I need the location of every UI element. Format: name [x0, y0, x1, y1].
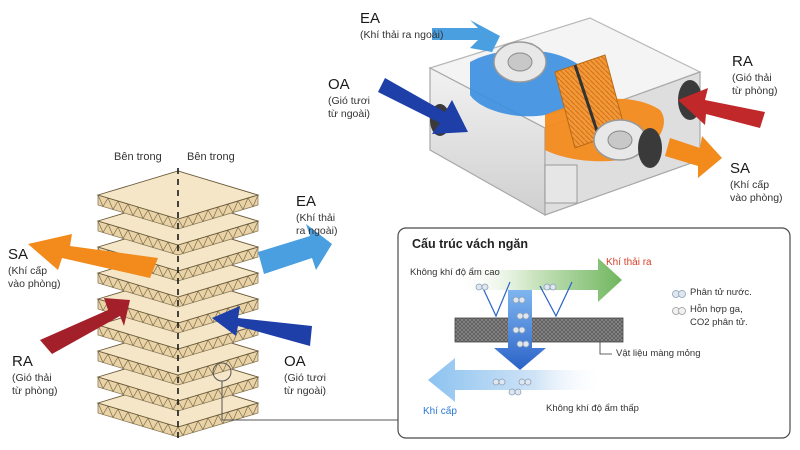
membrane-panel	[397, 227, 791, 439]
panel-bounce-left	[481, 281, 511, 318]
panel-supply: Khí cấp	[423, 406, 457, 417]
unit-oa-desc-2: từ ngoài)	[328, 108, 371, 120]
panel-membrane-pointer	[599, 342, 612, 355]
stack-arrow-ea	[258, 224, 332, 274]
stack-oa-desc-1: (Gió tươi	[284, 372, 326, 384]
stack-ra-code: RA	[12, 353, 33, 370]
stack-ea-desc-2: ra ngoài)	[296, 225, 338, 237]
unit-collar-sa	[638, 128, 662, 168]
stack-sa-desc-2: vào phòng)	[8, 278, 61, 290]
panel-low-humidity: Không khí độ ẩm thấp	[546, 403, 639, 414]
unit-ra-desc-2: từ phòng)	[732, 85, 778, 97]
stack-ea-desc-1: (Khí thải	[296, 212, 336, 224]
unit-sa-code: SA	[730, 160, 751, 177]
stack-ea-code: EA	[296, 193, 317, 210]
stack-inner-right: Bên trong	[187, 151, 235, 163]
unit-control-box	[544, 164, 578, 204]
panel-bounce-right	[539, 281, 573, 318]
unit-ea-code: EA	[360, 10, 381, 27]
erv-unit	[378, 17, 765, 217]
unit-oa-desc-1: (Gió tươi	[328, 95, 370, 107]
unit-ra-code: RA	[732, 53, 753, 70]
unit-arrow-sa	[665, 136, 722, 178]
stack-oa-desc-2: từ ngoài)	[284, 385, 327, 397]
stack-sa-code: SA	[8, 246, 29, 263]
stack-arrow-sa	[28, 234, 158, 278]
plate-stack	[28, 168, 398, 440]
panel-arrow-supply	[428, 358, 605, 402]
panel-membrane-label: Vật liệu màng mỏng	[616, 348, 701, 359]
unit-divider	[573, 64, 602, 141]
panel-membrane	[454, 317, 624, 343]
stack-arrow-oa	[212, 306, 312, 346]
unit-fan-left-hub	[507, 52, 533, 72]
unit-sa-desc-2: vào phòng)	[730, 192, 783, 204]
panel-molecules	[475, 283, 557, 396]
stack-arrow-ra	[40, 298, 130, 354]
panel-exhaust: Khí thải ra	[606, 257, 652, 268]
unit-ea-desc: (Khí thải ra ngoài)	[360, 29, 444, 41]
panel-arrow-exhaust	[455, 258, 622, 302]
legend-mix-icon	[672, 307, 686, 315]
unit-arrow-oa	[378, 78, 468, 134]
unit-arrow-ea	[432, 20, 500, 52]
unit-fan-right-hub	[607, 130, 633, 150]
unit-arrow-ra	[678, 88, 765, 128]
stack-oa-code: OA	[284, 353, 306, 370]
unit-ra-desc-1: (Gió thải	[732, 72, 772, 84]
legend-mix-label-1: Hỗn hợp ga,	[690, 304, 743, 315]
legend-water-icon	[672, 290, 686, 298]
stack-zoom-connector	[221, 381, 398, 421]
stack-inner-left: Bên trong	[114, 151, 162, 163]
stack-ra-desc-2: từ phòng)	[12, 385, 58, 397]
unit-oa-code: OA	[328, 76, 350, 93]
unit-sa-desc-1: (Khí cấp	[730, 179, 770, 191]
legend-mix-label-2: CO2 phân tử.	[690, 317, 748, 328]
panel-high-humidity: Không khí độ ẩm cao	[410, 267, 500, 278]
stack-sa-desc-1: (Khí cấp	[8, 265, 48, 277]
panel-title: Cấu trúc vách ngăn	[412, 237, 528, 251]
legend-water-label: Phân tử nước.	[690, 287, 752, 298]
stack-ra-desc-1: (Gió thải	[12, 372, 52, 384]
